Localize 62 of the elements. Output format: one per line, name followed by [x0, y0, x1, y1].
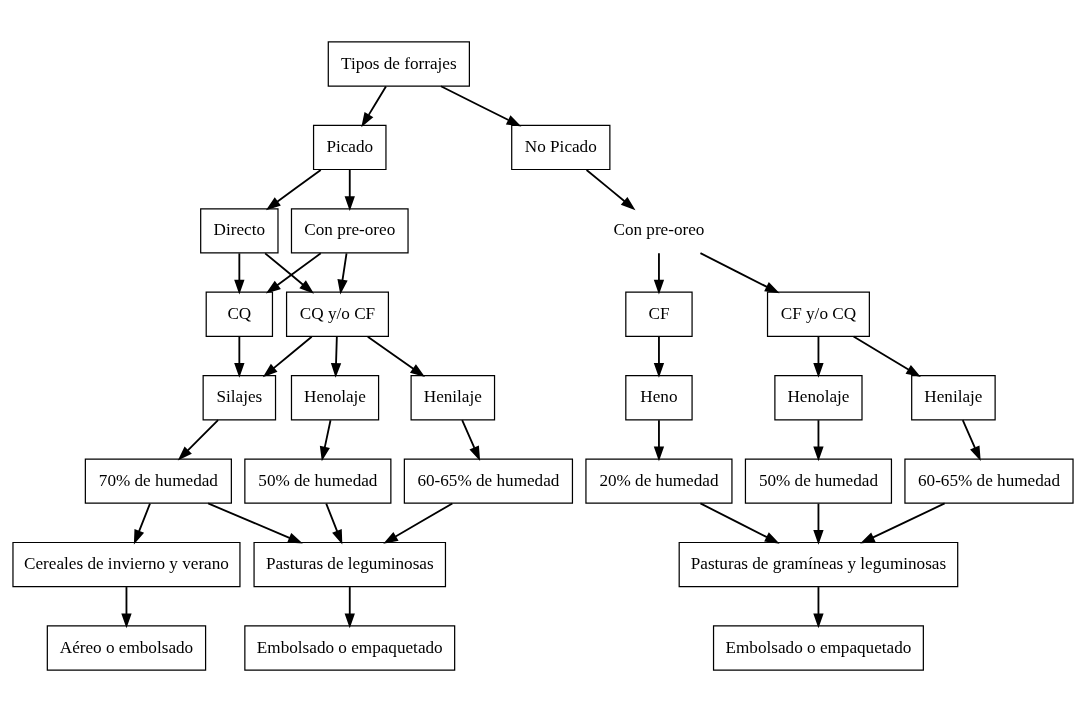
node-box: Directo: [200, 208, 279, 254]
arrow: [461, 419, 481, 462]
node-box: 50% de humedad: [244, 458, 392, 504]
arrow: [813, 335, 824, 378]
node-box: 60-65% de humedad: [403, 458, 574, 504]
node-box: Con pre-oreo: [290, 208, 409, 254]
node-box: Henolaje: [774, 375, 863, 421]
arrow: [319, 419, 332, 462]
arrow: [813, 502, 824, 545]
arrow: [262, 335, 313, 378]
arrow: [852, 335, 921, 377]
node-box: 50% de humedad: [744, 458, 893, 504]
node-box: No Picado: [511, 124, 611, 171]
arrow: [699, 252, 780, 294]
node-box: Cereales de invierno y verano: [12, 541, 241, 588]
node-box: CF: [625, 291, 693, 337]
arrow: [653, 252, 665, 295]
arrow: [325, 502, 343, 545]
node-box: CF y/o CQ: [766, 291, 870, 337]
node-box: Henilaje: [410, 375, 496, 421]
arrow: [653, 419, 665, 462]
node-box: 60-65% de humedad: [904, 458, 1074, 504]
arrow: [265, 252, 322, 294]
arrow: [961, 419, 981, 462]
arrow: [361, 85, 387, 128]
node-box: Pasturas de leguminosas: [253, 541, 447, 588]
node-box: CQ: [205, 291, 274, 337]
node-box: Embolsado o empaquetado: [244, 625, 456, 671]
arrow: [813, 586, 824, 629]
node-box: Pasturas de gramíneas y leguminosas: [678, 541, 959, 588]
arrow: [265, 169, 322, 211]
arrow: [337, 252, 348, 295]
arrow: [177, 419, 219, 461]
arrow: [121, 586, 132, 629]
arrow: [585, 169, 636, 211]
arrow: [366, 335, 425, 377]
node-box: CQ y/o CF: [285, 291, 390, 337]
arrow: [440, 85, 522, 127]
arrow: [813, 419, 824, 462]
node-box: Silajes: [202, 375, 277, 421]
node-box: Henilaje: [911, 375, 996, 421]
arrow: [344, 169, 355, 211]
node-box: Picado: [312, 124, 387, 171]
arrow: [264, 252, 314, 294]
node-box: Aéreo o embolsado: [46, 625, 207, 671]
node-box: 70% de humedad: [84, 458, 232, 504]
node-box: 20% de humedad: [585, 458, 733, 504]
node-box: Henolaje: [290, 375, 380, 421]
node-text: Con pre-oreo: [613, 220, 705, 240]
arrow: [234, 335, 245, 378]
arrow: [207, 502, 303, 544]
arrow: [699, 502, 780, 544]
node-box: Embolsado o empaquetado: [712, 625, 924, 671]
node-box: Tipos de forrajes: [327, 41, 470, 87]
arrow: [860, 502, 946, 544]
arrow: [653, 335, 665, 378]
arrow: [383, 502, 454, 544]
node-box: Heno: [625, 375, 693, 421]
arrow: [133, 502, 151, 545]
arrow: [330, 335, 342, 378]
arrow: [344, 586, 355, 629]
arrow: [234, 252, 245, 295]
